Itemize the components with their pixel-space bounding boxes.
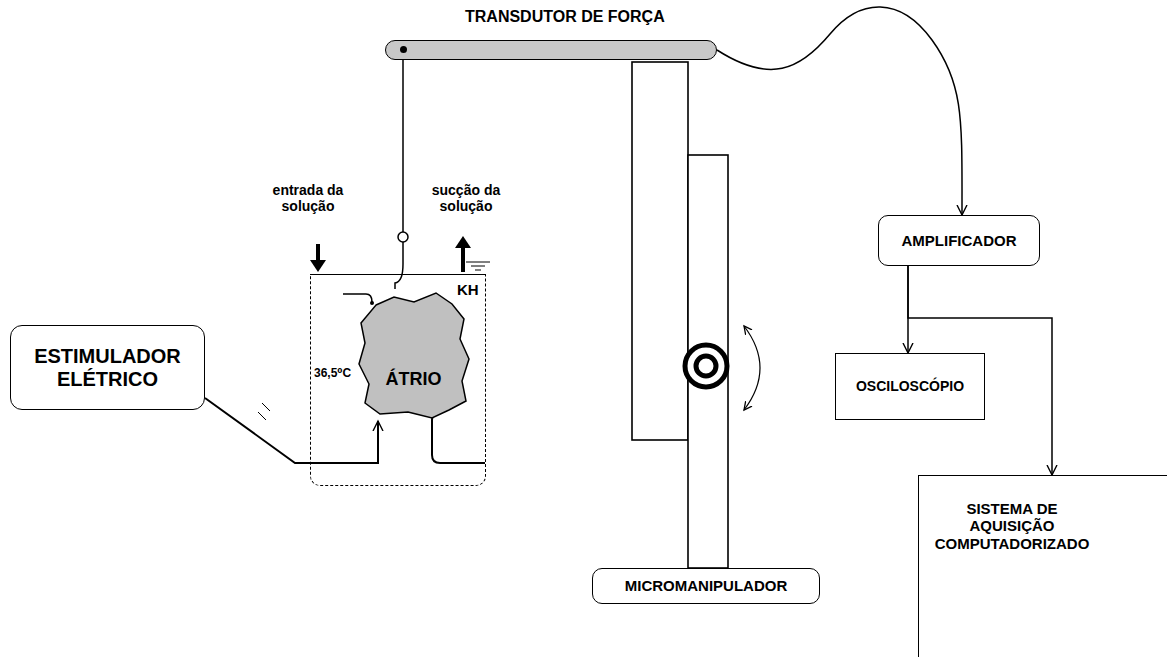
return-electrode: [432, 410, 485, 463]
node-label: ESTIMULADOR ELÉTRICO: [19, 345, 196, 391]
electric-stimulator: ESTIMULADOR ELÉTRICO: [10, 325, 205, 410]
organ-bath: KH 36,5⁰C ÁTRIO: [310, 274, 486, 486]
suction-label: sucção da solução: [418, 182, 514, 214]
node-label: AMPLIFICADOR: [902, 232, 1017, 249]
top-electrode: [343, 294, 372, 302]
node-label: ÁTRIO: [356, 369, 471, 390]
node-label: MICROMANIPULADOR: [625, 577, 788, 594]
wire-tick: [258, 403, 270, 420]
micromanipulator-box: MICROMANIPULADOR: [592, 568, 820, 604]
thread-ring: [398, 232, 408, 242]
node-label: KH: [457, 281, 479, 298]
connector-line: [717, 7, 962, 215]
rotation-arrow: [744, 326, 760, 410]
node-label: SISTEMA DE AQUISIÇÃO COMPUTADORIZADO: [927, 500, 1097, 552]
atrium-outline: [356, 289, 471, 421]
electrode-tip: [370, 301, 374, 305]
suction-arrow-shaft: [461, 246, 465, 272]
transducer-bar: [385, 40, 717, 60]
connector-line: [205, 398, 378, 463]
atrium-shape: [359, 293, 469, 418]
node-label: OSCILOSCÓPIO: [856, 378, 964, 394]
adjust-knob: [685, 345, 727, 387]
force-transducer: TRANSDUTOR DE FORÇA: [385, 6, 717, 60]
node-label: TRANSDUTOR DE FORÇA: [465, 8, 665, 26]
suction-arrow-head: [455, 236, 471, 248]
stand-column: [632, 62, 688, 440]
inflow-label: entrada da solução: [258, 182, 358, 214]
connector-line: [395, 57, 403, 289]
oscilloscope-box: OSCILOSCÓPIO: [835, 353, 985, 420]
atrium-tissue: ÁTRIO: [356, 289, 471, 421]
inflow-arrow-head: [310, 260, 326, 272]
node-sublabel: 36,5⁰C: [314, 367, 351, 381]
adjust-knob-inner: [696, 356, 716, 376]
water-level-symbol: [466, 262, 490, 270]
amplifier-box: AMPLIFICADOR: [878, 215, 1040, 266]
thread-anchor: [400, 46, 407, 53]
inflow-arrow-shaft: [316, 244, 320, 262]
acquisition-system-box: SISTEMA DE AQUISIÇÃO COMPUTADORIZADO: [918, 475, 1167, 657]
